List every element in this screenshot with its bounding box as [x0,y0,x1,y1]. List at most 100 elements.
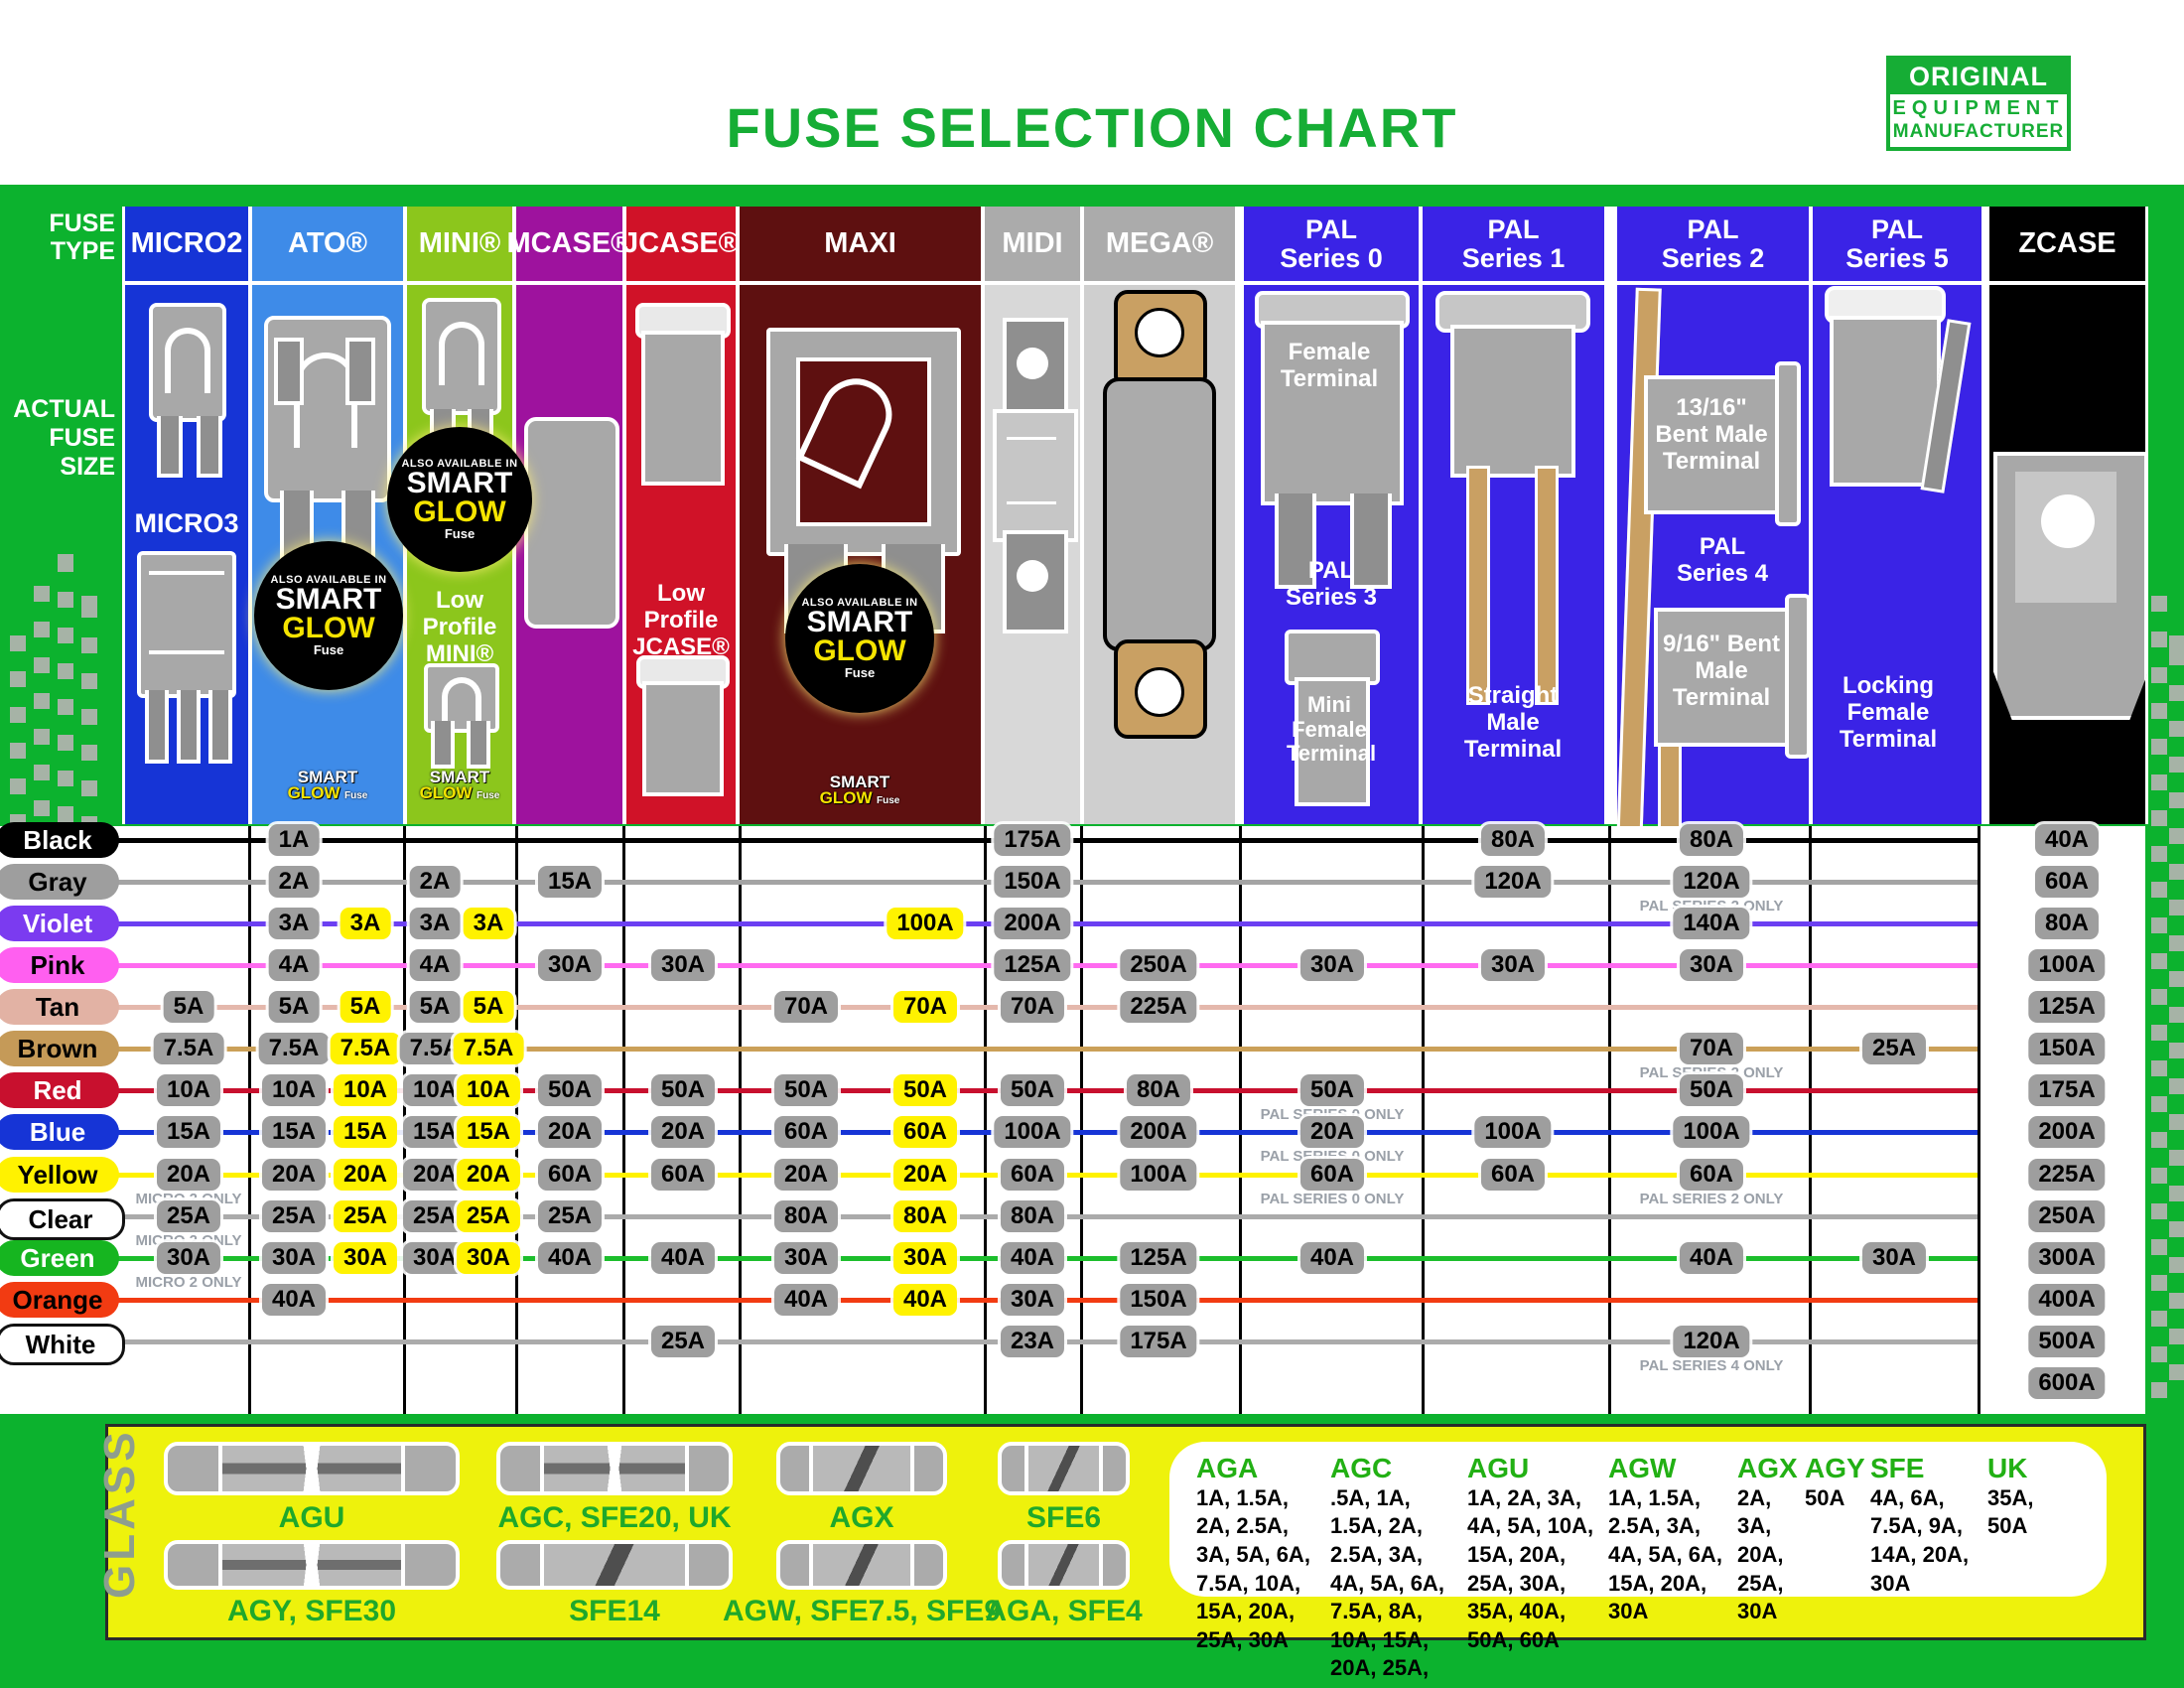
amp-badge-note: PAL SERIES 0 ONLY [1260,1148,1405,1165]
amp-badge-pink-jcase: 30A [650,949,716,981]
smartglow-glow: GLOW [819,788,873,808]
amp-badge-tan-zcase: 125A [2028,991,2106,1023]
smartglow-smart: SMART [806,606,913,638]
row-color-pill-orange: Orange [0,1282,119,1318]
amp-badge-blue-zcase: 200A [2028,1116,2106,1148]
column-header-micro2: MICRO2 [125,207,248,281]
smartglow-fuse: Fuse [877,795,900,807]
column-header-midi: MIDI [985,207,1080,281]
smartglow-glow: GLOW [813,633,906,667]
amp-badge-gray-pal1: 120A [1474,866,1552,898]
amp-badge-violet-ato_r: 3A [340,908,391,939]
column-separator [1978,826,1980,1414]
amp-badge-orange-mega: 150A [1120,1284,1197,1316]
pal2-1316-bent-label: 13/16" Bent Male Terminal [1655,394,1768,475]
glass-amp-list-values: 1A, 1.5A, 2A, 2.5A, 3A, 5A, 6A, 7.5A, 10… [1196,1484,1310,1652]
amp-badge-brown-ato_l: 7.5A [258,1033,330,1064]
amp-badge-tan-ato_r: 5A [340,991,391,1023]
amp-badge-red-mini_l: 10A [402,1074,468,1106]
amp-badge-clear-midi: 80A [1000,1200,1065,1232]
amp-badge-green-ato_r: 30A [333,1242,398,1274]
amp-badge-white-zcase: 500A [2028,1326,2106,1357]
amp-badge-clear-mcase: 25A [537,1200,603,1232]
glass-fuse-icon-agx [776,1442,947,1495]
amp-badge-tan-mega: 225A [1120,991,1197,1023]
amp-badge-green-midi: 40A [1000,1242,1065,1274]
amp-badge-violet-mini_r: 3A [463,908,514,939]
amp-badge-clear-ato_r: 25A [333,1200,398,1232]
amp-badge-tan-maxi_r: 70A [892,991,958,1023]
glass-amp-list-name: UK [1987,1453,2028,1483]
amp-badge-green-jcase: 40A [650,1242,716,1274]
amp-badge-clear-micro2: 25A [156,1200,221,1232]
pixel-decoration [2169,635,2184,1400]
amp-badge-blue-mcase: 20A [537,1116,603,1148]
amp-badge-tan-ato_l: 5A [268,991,320,1023]
amp-badge-gray-pal2: 120A [1673,866,1750,898]
amp-badge-yellow-pal2: 60A [1679,1159,1744,1191]
amp-badge-brown-ato_r: 7.5A [330,1033,401,1064]
amp-badge-pink-pal2: 30A [1679,949,1744,981]
amp-badge-yellow-mega: 100A [1120,1159,1197,1191]
glass-amp-list-values: .5A, 1A, 1.5A, 2A, 2.5A, 3A, 4A, 5A, 6A,… [1330,1484,1444,1688]
amp-badge-green-zcase: 300A [2028,1242,2106,1274]
smartglow-smart: SMART [406,467,513,499]
amp-badge-green-pal0: 40A [1299,1242,1365,1274]
amp-badge-note: MICRO 2 ONLY [135,1274,242,1291]
smartglow-smart: SMART [429,768,490,786]
amp-badge-orange-maxi_r: 40A [892,1284,958,1316]
amp-badge-green-mcase: 40A [537,1242,603,1274]
amp-badge-blue-pal1: 100A [1474,1116,1552,1148]
pixel-decoration [34,576,50,824]
amp-badge-note: PAL SERIES 2 ONLY [1639,1064,1784,1081]
amp-badge-brown-micro2: 7.5A [153,1033,224,1064]
amp-badge-violet-mini_l: 3A [409,908,461,939]
column-separator [1608,826,1611,1414]
amp-badge-red-maxi_r: 50A [892,1074,958,1106]
glass-fuse-icon-sfe6 [998,1442,1130,1495]
amp-badge-brown-pal2: 70A [1679,1033,1744,1064]
glass-amp-list-values: 1A, 2A, 3A, 4A, 5A, 10A, 15A, 20A, 25A, … [1467,1484,1594,1652]
pal0-female-terminal-label: Female Terminal [1280,339,1379,392]
amp-badge-white-jcase: 25A [650,1326,716,1357]
amp-badge-red-zcase: 175A [2028,1074,2106,1106]
smartglow-fuse: Fuse [844,665,876,680]
amp-badge-clear-ato_l: 25A [261,1200,327,1232]
amp-badge-tan-micro2: 5A [163,991,214,1023]
amp-badge-blue-jcase: 20A [650,1116,716,1148]
amp-badge-red-mini_r: 10A [456,1074,521,1106]
column-header-jcase: JCASE® [622,207,740,281]
amp-badge-yellow-mini_r: 20A [456,1159,521,1191]
row-color-pill-pink: Pink [0,947,119,983]
amp-badge-green-pal2: 40A [1679,1242,1744,1274]
amp-badge-note: PAL SERIES 4 ONLY [1639,1357,1784,1374]
amp-badge-red-pal2: 50A [1679,1074,1744,1106]
glass-fuse-label: AGX [829,1501,894,1534]
column-header-mcase: MCASE® [506,207,632,281]
pal0-mini-female-terminal-label: Mini Female Terminal [1287,692,1377,767]
amp-badge-green-mega: 125A [1120,1242,1197,1274]
amp-badge-clear-mini_r: 25A [456,1200,521,1232]
column-separator [248,826,251,1414]
amp-badge-brown-pal5: 25A [1861,1033,1927,1064]
row-color-pill-white: White [0,1324,125,1365]
glass-amp-list-agc: AGC.5A, 1A, 1.5A, 2A, 2.5A, 3A, 4A, 5A, … [1330,1453,1461,1688]
glass-fuse-icon-agw-sfe7-5-sfe9 [776,1540,947,1590]
amp-badge-white-midi: 23A [1000,1326,1065,1357]
glass-fuse-label: AGU [278,1501,345,1534]
amp-badge-yellow-midi: 60A [1000,1159,1065,1191]
amp-badge-gray-ato_l: 2A [268,866,320,898]
jcase-low-profile-label: Low Profile JCASE® [632,580,730,660]
amp-badge-green-maxi_l: 30A [773,1242,839,1274]
smartglow-fuse: Fuse [344,790,368,802]
mini-low-profile-label: Low Profile MINI® [422,587,497,667]
amp-badge-clear-mini_l: 25A [402,1200,468,1232]
amp-badge-white-mega: 175A [1120,1326,1197,1357]
pixel-decoration [81,596,97,824]
amp-badge-blue-ato_r: 15A [333,1116,398,1148]
actual-fuse-size-label: ACTUAL FUSE SIZE [13,395,115,481]
